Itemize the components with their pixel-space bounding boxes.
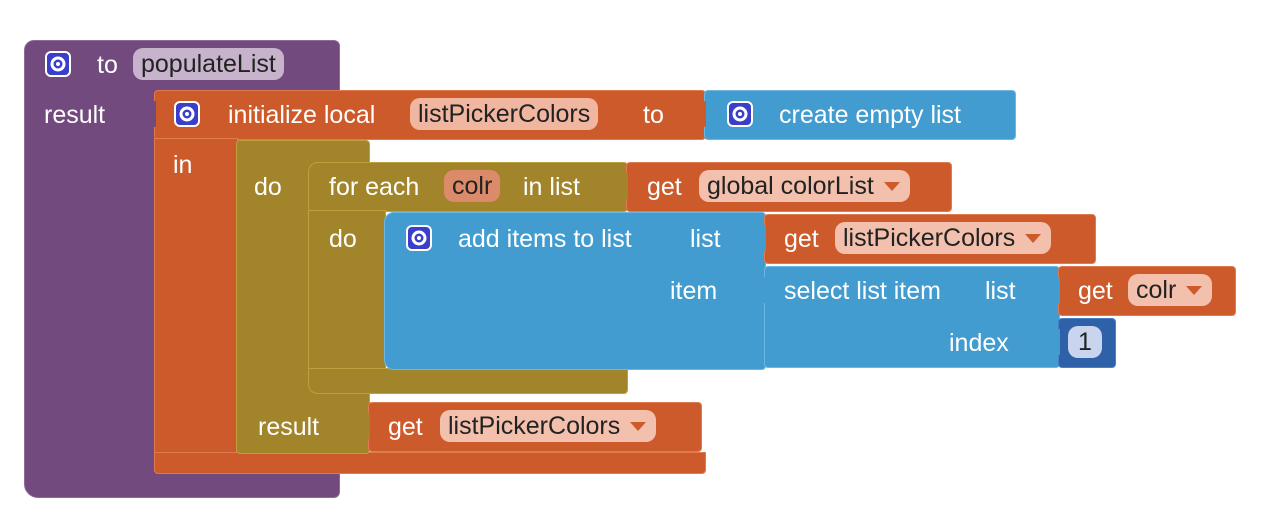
add-items-label: add items to list <box>458 225 632 253</box>
create-empty-list-block[interactable] <box>704 90 1016 140</box>
for-each-label: for each <box>329 173 420 201</box>
select-list-item-block[interactable] <box>764 266 1060 368</box>
value-socket <box>694 101 706 127</box>
mutator-gear-icon[interactable] <box>174 101 200 127</box>
to-label: to <box>643 101 664 129</box>
initialize-local-label: initialize local <box>228 101 376 129</box>
list-label: list <box>690 225 721 253</box>
get-label: get <box>1078 277 1113 305</box>
in-label: in <box>173 151 193 179</box>
result-socket <box>144 101 156 127</box>
procedure-name-field[interactable]: populateList <box>133 48 284 80</box>
select-list-item-label: select list item <box>784 277 941 305</box>
loop-var-field[interactable]: colr <box>444 170 501 202</box>
global-colorlist-dropdown[interactable]: global colorList <box>699 170 910 202</box>
item-socket <box>754 277 766 303</box>
listpickercolors-result-dropdown[interactable]: listPickerColors <box>440 410 657 442</box>
dropdown-value: listPickerColors <box>448 412 621 440</box>
dropdown-value: global colorList <box>707 172 874 200</box>
mutator-gear-icon[interactable] <box>406 225 432 251</box>
result-label: result <box>258 413 320 441</box>
chevron-down-icon <box>1186 286 1203 295</box>
get-label: get <box>647 173 682 201</box>
chevron-down-icon <box>883 182 900 191</box>
to-label: to <box>97 51 118 79</box>
create-empty-list-label: create empty list <box>779 101 962 129</box>
colr-dropdown[interactable]: colr <box>1128 274 1213 306</box>
do-label: do <box>329 225 357 253</box>
mutator-gear-icon[interactable] <box>45 51 71 77</box>
list-label: list <box>985 277 1016 305</box>
dropdown-value: colr <box>1136 276 1177 304</box>
dropdown-value: listPickerColors <box>843 224 1016 252</box>
do-label: do <box>254 173 282 201</box>
local-var-name-field[interactable]: listPickerColors <box>410 98 599 130</box>
listpickercolors-dropdown[interactable]: listPickerColors <box>835 222 1052 254</box>
result-label: result <box>44 101 106 129</box>
list-socket <box>754 225 766 251</box>
list-socket <box>1048 277 1060 303</box>
initialize-local-body[interactable] <box>154 138 238 454</box>
chevron-down-icon <box>630 422 647 431</box>
result-socket <box>358 413 370 439</box>
index-number-field[interactable]: 1 <box>1068 326 1102 358</box>
chevron-down-icon <box>1025 234 1042 243</box>
get-label: get <box>784 225 819 253</box>
item-label: item <box>670 277 718 305</box>
index-socket <box>1048 329 1060 355</box>
add-items-to-list-block[interactable] <box>384 212 766 370</box>
for-each-footer[interactable] <box>308 368 628 394</box>
list-socket <box>616 173 628 199</box>
in-list-label: in list <box>523 173 580 201</box>
get-label: get <box>388 413 423 441</box>
mutator-gear-icon[interactable] <box>727 101 753 127</box>
initialize-local-footer[interactable] <box>154 452 706 474</box>
index-label: index <box>949 329 1009 357</box>
